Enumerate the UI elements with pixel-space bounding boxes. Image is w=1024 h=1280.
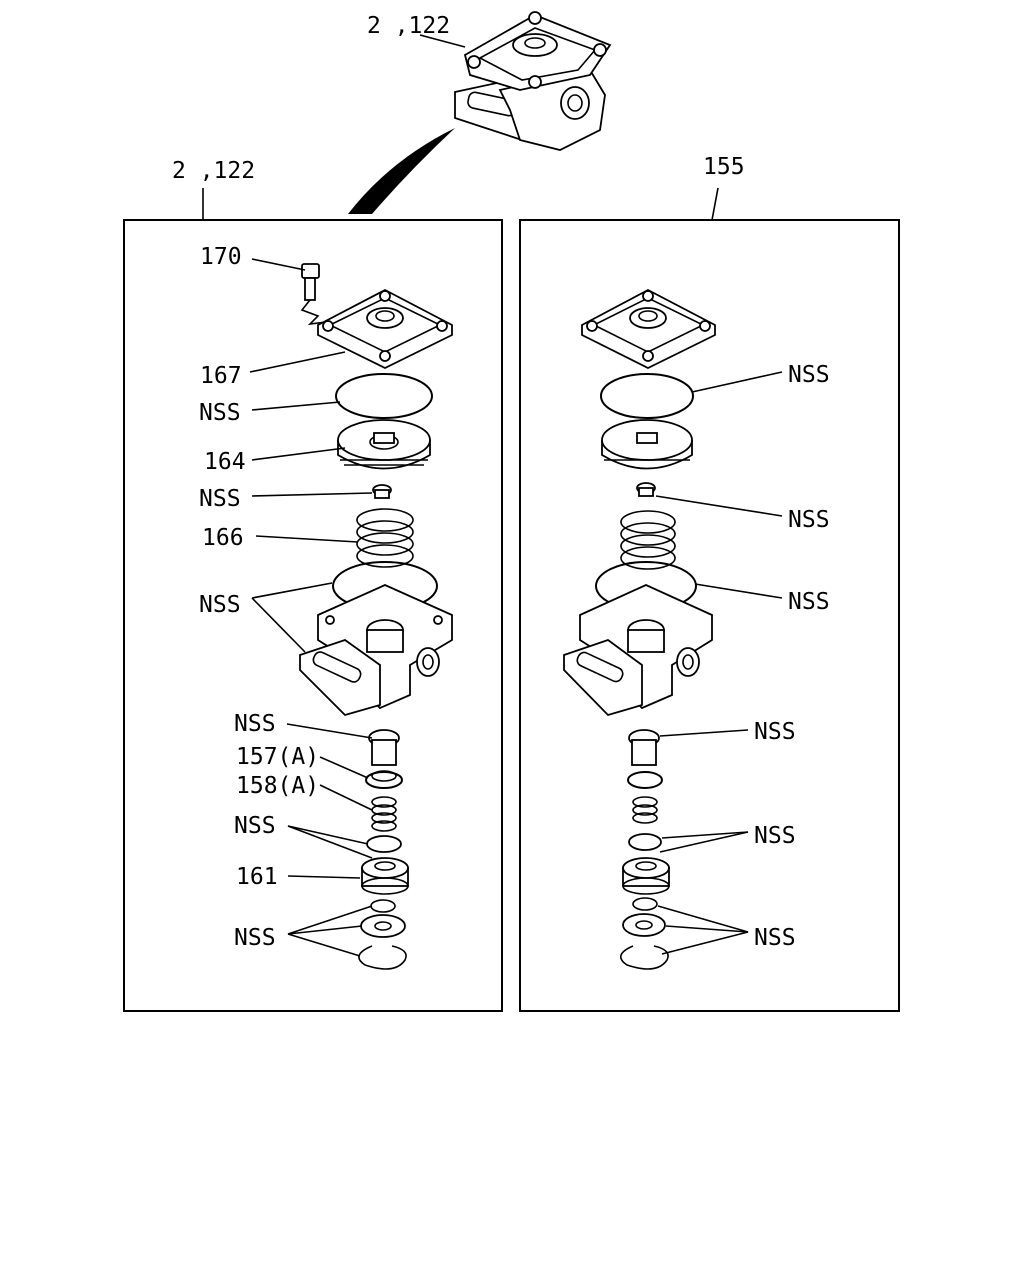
label-r-clips: NSS bbox=[754, 925, 796, 951]
assembly-arrow bbox=[348, 128, 455, 214]
left-parts bbox=[299, 263, 453, 970]
oring-top-icon bbox=[335, 373, 433, 419]
valve-body-icon bbox=[299, 584, 453, 717]
valve-seat-icon bbox=[636, 482, 656, 497]
valve-157a-icon bbox=[365, 770, 403, 789]
label-r-valve-seat: NSS bbox=[788, 507, 830, 533]
piston-icon bbox=[601, 419, 693, 470]
clip-washer-icon bbox=[360, 914, 406, 938]
label-r-oring-top: NSS bbox=[788, 362, 830, 388]
left-panel-callout: 2 ,122 bbox=[172, 158, 255, 184]
washer-icon bbox=[628, 833, 662, 851]
right-panel-callout: 155 bbox=[703, 154, 745, 180]
clip-ring-small-icon bbox=[370, 899, 396, 913]
label-retainer: 161 bbox=[236, 864, 278, 890]
oring-top-icon bbox=[600, 373, 694, 419]
label-spring-a: 158(A) bbox=[236, 773, 319, 799]
spring-icon bbox=[620, 510, 676, 570]
label-spring: 166 bbox=[202, 525, 244, 551]
label-valve-a: 157(A) bbox=[236, 744, 319, 770]
valve-seat-icon bbox=[372, 484, 392, 499]
snap-ring-icon bbox=[620, 945, 669, 970]
label-cover: 167 bbox=[200, 363, 242, 389]
valve-ring-icon bbox=[627, 771, 663, 789]
right-panel-frame bbox=[519, 219, 900, 1012]
cover-icon bbox=[581, 288, 716, 370]
bolt-170-icon bbox=[300, 263, 327, 326]
top-assembly-callout: 2 ,122 bbox=[367, 13, 450, 39]
snap-ring-icon bbox=[358, 945, 407, 970]
retainer-161-icon bbox=[361, 857, 409, 895]
clip-ring-small-icon bbox=[632, 897, 658, 911]
right-parts bbox=[563, 288, 716, 970]
label-washers: NSS bbox=[234, 813, 276, 839]
label-inlet: NSS bbox=[234, 711, 276, 737]
clip-washer-icon bbox=[622, 913, 666, 937]
label-bolt: 170 bbox=[200, 244, 242, 270]
left-leader-lines bbox=[249, 258, 373, 957]
label-r-body-seal: NSS bbox=[788, 589, 830, 615]
cover-167-icon bbox=[317, 288, 453, 370]
left-panel-frame bbox=[123, 219, 503, 1012]
label-r-washers: NSS bbox=[754, 823, 796, 849]
right-leader-lines bbox=[655, 371, 783, 955]
inlet-insert-icon bbox=[368, 729, 400, 766]
label-valve-seat: NSS bbox=[199, 486, 241, 512]
label-piston: 164 bbox=[204, 449, 246, 475]
valve-body-icon bbox=[563, 584, 713, 717]
spring-166-icon bbox=[356, 508, 414, 568]
retainer-icon bbox=[622, 857, 670, 895]
spring-158a-icon bbox=[371, 796, 397, 832]
label-clips: NSS bbox=[234, 925, 276, 951]
top-valve-assembly bbox=[454, 11, 612, 151]
label-body-seals: NSS bbox=[199, 592, 241, 618]
inlet-insert-icon bbox=[628, 729, 660, 766]
washer-icon bbox=[366, 835, 402, 853]
piston-164-icon bbox=[337, 419, 431, 470]
small-spring-icon bbox=[632, 796, 658, 824]
label-oring-top: NSS bbox=[199, 400, 241, 426]
label-r-inlet: NSS bbox=[754, 719, 796, 745]
